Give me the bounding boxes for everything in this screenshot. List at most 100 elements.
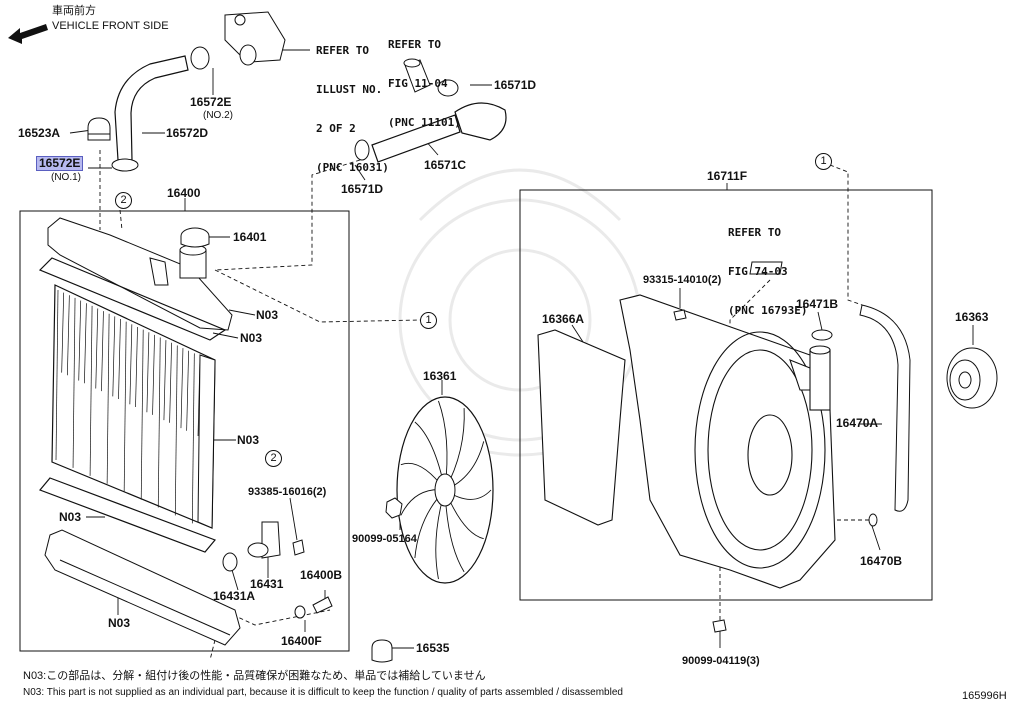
part-label-16711f[interactable]: 16711F xyxy=(707,169,748,183)
part-label-16401[interactable]: 16401 xyxy=(233,230,267,244)
side-baffle xyxy=(537,329,626,526)
part-label-90099-05164[interactable]: 90099-05164 xyxy=(352,533,417,545)
part-label-16400[interactable]: 16400 xyxy=(167,186,201,200)
part-label-16400b[interactable]: 16400B xyxy=(300,568,343,582)
clip-16471b xyxy=(811,329,833,341)
hose-clamps xyxy=(111,46,459,172)
drain-parts xyxy=(222,521,393,663)
radiator-fin xyxy=(106,313,110,484)
radiator-fin xyxy=(61,292,65,373)
part-label-16572e-no1-highlighted[interactable]: 16572E xyxy=(36,156,84,171)
upper-hose xyxy=(114,55,189,161)
radiator-fin xyxy=(191,353,195,524)
part-label-n03[interactable]: N03 xyxy=(237,433,260,447)
ref-illust-line: REFER TO xyxy=(316,44,369,57)
water-outlet xyxy=(224,11,286,66)
radiator-fin xyxy=(129,324,133,405)
direction-label-jp: 車両前方 xyxy=(52,5,96,17)
ref-illust-line: ILLUST NO. xyxy=(316,83,383,96)
footnote-jp: N03:この部品は、分解・組付け後の性能・品質確保が困難なため、単品では補給して… xyxy=(23,670,486,682)
part-label-16470a[interactable]: 16470A xyxy=(836,416,879,430)
radiator-fin xyxy=(84,303,87,384)
radiator-fin xyxy=(135,326,138,407)
part-label-16572d[interactable]: 16572D xyxy=(166,126,209,140)
ref-fig-line: FIG 11-04 xyxy=(388,77,448,90)
part-label-16523a[interactable]: 16523A xyxy=(18,126,61,140)
dashed-lines xyxy=(99,150,870,661)
radiator-fin xyxy=(140,329,144,500)
radiator-fin xyxy=(157,337,161,508)
lower-hose xyxy=(371,114,461,163)
ref-illust-line: 2 OF 2 xyxy=(316,122,356,135)
ref-fig-line: (PNC 11101) xyxy=(388,116,461,129)
part-label-16363[interactable]: 16363 xyxy=(955,310,989,324)
part-label-16535[interactable]: 16535 xyxy=(416,641,450,655)
ref-illust-line: (PNC 16031) xyxy=(316,161,389,174)
part-label-16431a[interactable]: 16431A xyxy=(213,589,256,603)
radiator-fin xyxy=(67,295,70,376)
ref-illust: REFER TO ILLUST NO. 2 OF 2 (PNC 16031) xyxy=(316,18,389,187)
part-label-16470b[interactable]: 16470B xyxy=(860,554,903,568)
part-label-n03[interactable]: N03 xyxy=(108,616,131,630)
ref-circle-2[interactable]: 2 xyxy=(265,450,282,467)
label-plate xyxy=(749,261,783,275)
radiator-fin xyxy=(174,345,178,516)
clip-16470b xyxy=(868,513,878,527)
shroud-lower-bolt xyxy=(712,619,727,633)
part-note-no2: (NO.2) xyxy=(203,110,233,121)
ref-circle-1[interactable]: 1 xyxy=(815,153,832,170)
part-label-16571d-top[interactable]: 16571D xyxy=(494,78,537,92)
radiator-fin xyxy=(180,348,184,429)
shroud-bolt xyxy=(673,309,687,321)
radiator-fin xyxy=(163,340,167,421)
radiator-fin xyxy=(101,311,104,392)
gaskets xyxy=(38,257,227,553)
part-label-n03[interactable]: N03 xyxy=(240,331,263,345)
ref-fig-74-03: REFER TO FIG 74-03 (PNC 16793E) xyxy=(728,200,807,330)
part-label-16361[interactable]: 16361 xyxy=(423,369,457,383)
part-label-93385-16016[interactable]: 93385-16016(2) xyxy=(248,486,327,498)
ref-circle-1[interactable]: 1 xyxy=(420,312,437,329)
radiator-lower-tank xyxy=(44,529,241,646)
footnote-en: N03: This part is not supplied as an ind… xyxy=(23,687,623,698)
radiator-upper-tank xyxy=(47,217,233,331)
part-label-n03[interactable]: N03 xyxy=(59,510,82,524)
ref-fig-line: REFER TO xyxy=(388,38,441,51)
radiator-fin xyxy=(89,305,93,476)
part-label-n03[interactable]: N03 xyxy=(256,308,279,322)
front-arrow-icon xyxy=(8,24,48,44)
part-label-90099-04119[interactable]: 90099-04119(3) xyxy=(682,655,760,667)
part-label-16471b[interactable]: 16471B xyxy=(796,297,839,311)
part-label-16572e-no2[interactable]: 16572E xyxy=(190,95,232,109)
ref-fig-line: FIG 74-03 xyxy=(728,265,788,278)
shroud-assembly-box xyxy=(519,189,933,601)
radiator-fin xyxy=(78,300,82,381)
inlet-pipe xyxy=(403,58,431,93)
ref-fig-line: (PNC 16793E) xyxy=(728,304,808,317)
ref-fig-11-04: REFER TO FIG 11-04 (PNC 11101) xyxy=(388,12,461,142)
figure-id: 165996H xyxy=(962,690,1007,702)
ref-fig-line: REFER TO xyxy=(728,226,781,239)
part-label-16571c[interactable]: 16571C xyxy=(424,158,467,172)
radiator-fin xyxy=(152,334,155,415)
direction-label-en: VEHICLE FRONT SIDE xyxy=(52,20,169,32)
fan-shroud xyxy=(619,294,836,589)
part-label-16366a[interactable]: 16366A xyxy=(542,312,585,326)
ref-circle-2[interactable]: 2 xyxy=(115,192,132,209)
radiator-fin xyxy=(72,297,76,468)
hose-elbow xyxy=(454,102,507,141)
radiator-fin xyxy=(146,332,150,413)
part-label-16431[interactable]: 16431 xyxy=(250,577,284,591)
radiator-fin xyxy=(123,321,127,492)
part-label-16400f[interactable]: 16400F xyxy=(281,634,322,648)
part-label-16571d-mid[interactable]: 16571D xyxy=(341,182,384,196)
radiator-fin xyxy=(95,308,99,389)
radiator-cap xyxy=(87,117,111,141)
radiator-fin xyxy=(118,319,121,400)
overflow-hose xyxy=(859,304,911,512)
radiator-assembly-box xyxy=(19,210,350,652)
part-label-93315-14010[interactable]: 93315-14010(2) xyxy=(643,274,722,286)
cooling-fan xyxy=(396,396,494,584)
